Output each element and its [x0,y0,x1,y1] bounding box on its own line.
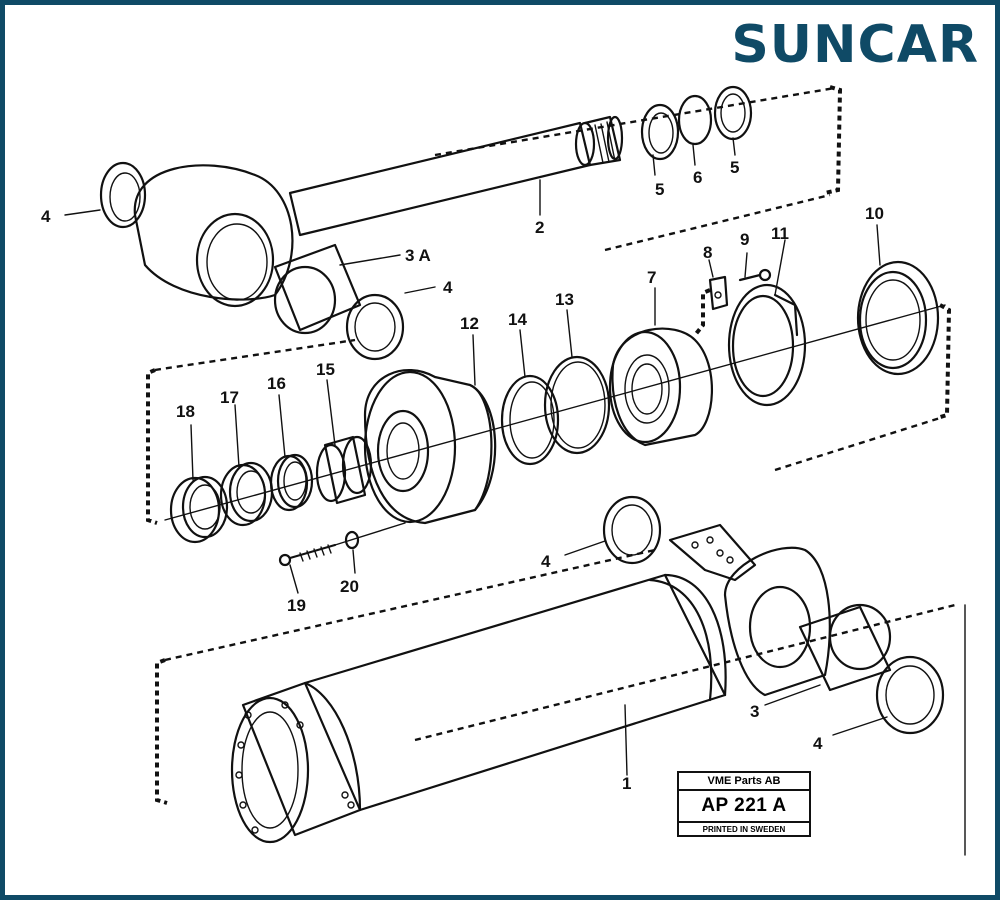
wiper-15 [315,435,373,505]
callout-10: 10 [865,204,884,223]
callout-16: 16 [267,374,286,393]
callout-6: 6 [693,168,702,187]
piston-7 [608,327,714,447]
lock-washer-8 [708,275,729,311]
callout-3a: 3 A [405,246,431,265]
seal-10 [856,260,940,376]
screw-9 [738,268,772,282]
callout-4-lower: 4 [541,552,551,571]
bushing-3 [798,603,892,692]
centerline-bottom-top [164,548,656,662]
cylinder-tube-1 [230,573,727,844]
centerline-rod-bottom [604,193,831,252]
callout-4-top: 4 [41,207,51,226]
callout-12: 12 [460,314,479,333]
exploded-view-diagram: 4 2 3 A 4 5 6 5 7 8 9 11 10 12 14 13 15 … [41,85,966,856]
centerline-mid-top [154,338,356,372]
bracket-8 [693,288,711,337]
screw-19 [278,543,337,567]
rod-eye [133,164,294,308]
centerline-rod-top [434,86,836,157]
port-block [668,523,757,582]
callout-9: 9 [740,230,749,249]
callout-13: 13 [555,290,574,309]
title-block-stamp: VME Parts AB AP 221 A PRINTED IN SWEDEN [677,771,811,837]
callout-17: 17 [220,388,239,407]
bushing-3a [273,243,405,361]
callout-20: 20 [340,577,359,596]
callout-2: 2 [535,218,544,237]
seal-ring-4-bottom [875,655,945,735]
seal-ring-4-top [99,161,147,229]
stamp-code: AP 221 A [679,791,809,823]
ring-5-left [640,103,680,161]
leader-lines [64,137,888,776]
callout-8: 8 [703,243,712,262]
stamp-printed: PRINTED IN SWEDEN [702,825,786,834]
group-bracket-mid-left [146,368,158,525]
brand-logo: SUNCAR [731,15,979,75]
callout-11: 11 [771,224,789,243]
seal-16 [269,453,314,512]
group-bracket-mid-right [936,303,952,420]
seal-18 [169,475,229,544]
centerline-bottom-bottom [414,603,956,742]
retaining-ring-11 [727,283,807,407]
piston-rod [288,115,624,237]
centerline-mid-axis [164,304,946,521]
callout-14: 14 [508,310,527,329]
group-bracket-bottom [155,658,168,805]
cylinder-head-12 [363,368,497,525]
callout-4-mid: 4 [443,278,453,297]
seal-17 [219,461,274,527]
seal-ring-4-lower [602,495,662,565]
callout-7: 7 [647,268,656,287]
callout-1: 1 [622,774,631,793]
callout-19: 19 [287,596,306,615]
callout-3: 3 [750,702,759,721]
seal-13 [543,355,611,455]
ring-6 [677,94,713,146]
seal-14 [500,374,560,466]
callout-15: 15 [316,360,335,379]
callout-18: 18 [176,402,195,421]
callout-4-bottom: 4 [813,734,823,753]
washer-20 [344,530,360,550]
group-bracket-top [824,85,843,195]
stamp-company: VME Parts AB [679,773,809,791]
centerline-mid-bottom [774,416,941,472]
callout-5-left: 5 [655,180,664,199]
callout-5-right: 5 [730,158,739,177]
cylinder-eye [723,546,831,697]
